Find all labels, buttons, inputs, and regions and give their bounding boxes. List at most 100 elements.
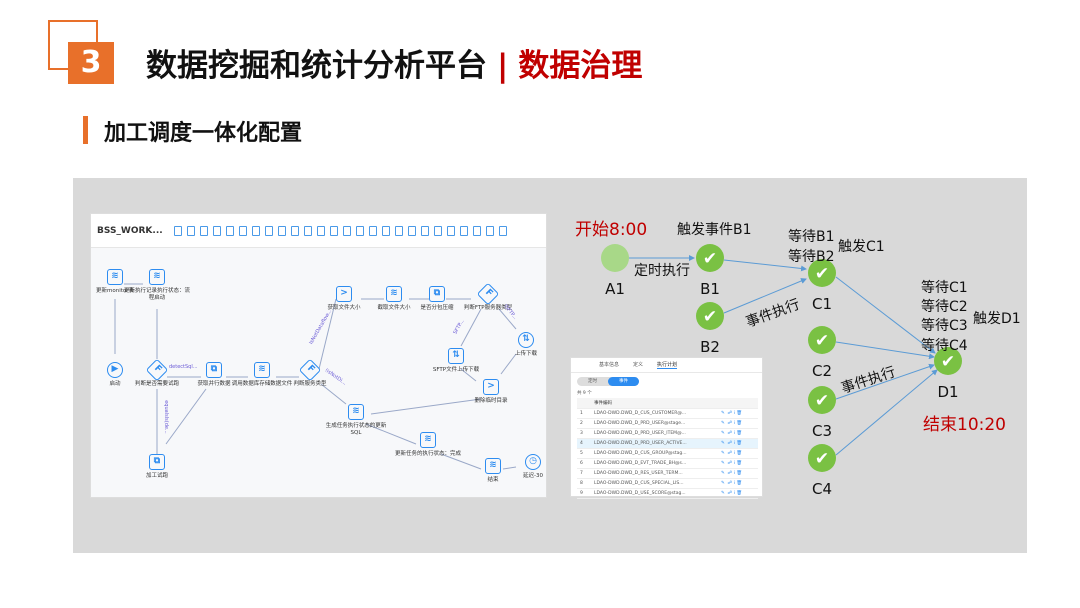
- tab-basic-info[interactable]: 基本信息: [599, 362, 620, 368]
- edit-icon[interactable]: ✎: [721, 440, 725, 446]
- wait-b1-label: 等待B1: [788, 228, 835, 245]
- toolbar-icon[interactable]: [277, 225, 286, 236]
- info-icon[interactable]: i: [733, 460, 735, 466]
- toolbar-icon[interactable]: [381, 225, 390, 236]
- toolbar-icon[interactable]: [264, 225, 273, 236]
- edit-icon[interactable]: ✎: [721, 460, 725, 466]
- node-generate-sql[interactable]: ≋生成任务执行状态的更新SQL: [325, 404, 387, 436]
- toolbar-icon[interactable]: [225, 225, 234, 236]
- edit-icon[interactable]: ✎: [721, 410, 725, 416]
- node-cut-file-size[interactable]: ≋截取文件大小: [377, 286, 411, 311]
- node-update-status-start[interactable]: ≋更新执行记录执行状态：流程启动: [123, 269, 190, 301]
- node-trial-run[interactable]: ⧉加工试跑: [145, 454, 168, 479]
- flow-node-a1: A1: [601, 244, 629, 298]
- node-end[interactable]: ≋结束: [458, 458, 528, 484]
- toolbar-icon[interactable]: [303, 225, 312, 236]
- edit-icon[interactable]: ✎: [721, 470, 725, 476]
- toolbar-icon[interactable]: [199, 225, 208, 236]
- toolbar-icon[interactable]: [485, 225, 494, 236]
- info-icon[interactable]: i: [733, 490, 735, 496]
- node-delete-temp-dir[interactable]: >删除临时目录: [474, 379, 508, 404]
- toggle-event[interactable]: 事件: [608, 377, 639, 386]
- delete-icon[interactable]: 🗑: [736, 490, 743, 496]
- info-icon[interactable]: i: [733, 450, 735, 456]
- tab-definition[interactable]: 定义: [633, 362, 644, 368]
- delete-icon[interactable]: 🗑: [736, 410, 743, 416]
- toolbar-icon[interactable]: [368, 225, 377, 236]
- node-update-status-done[interactable]: ≋更新任务的执行状态：完成: [394, 432, 461, 457]
- node-label: C2: [812, 362, 832, 380]
- toolbar-icon[interactable]: [329, 225, 338, 236]
- toolbar-icon[interactable]: [342, 225, 351, 236]
- link-icon[interactable]: ☍: [727, 480, 733, 486]
- node-upload-download[interactable]: ⇅上传下载: [514, 332, 537, 357]
- toolbar-icon[interactable]: [459, 225, 468, 236]
- edit-icon[interactable]: ✎: [721, 430, 725, 436]
- node-compress[interactable]: ⧉是否分包压缩: [420, 286, 454, 311]
- link-icon[interactable]: ☍: [727, 420, 733, 426]
- delete-icon[interactable]: 🗑: [736, 430, 743, 436]
- info-icon[interactable]: i: [733, 420, 735, 426]
- link-icon[interactable]: ☍: [727, 490, 733, 496]
- info-icon[interactable]: i: [733, 480, 735, 486]
- toolbar-icon[interactable]: [251, 225, 260, 236]
- link-icon[interactable]: ☍: [727, 410, 733, 416]
- toolbar-icon[interactable]: [394, 225, 403, 236]
- node-call-db[interactable]: ≋调用数据库存储数据文件: [231, 362, 293, 387]
- toolbar-icon[interactable]: [173, 225, 182, 236]
- toggle-timed[interactable]: 定时: [588, 379, 597, 384]
- link-icon[interactable]: ☍: [727, 430, 733, 436]
- tab-execution-plan[interactable]: 执行计划: [657, 362, 678, 369]
- toolbar-icon[interactable]: [186, 225, 195, 236]
- info-icon[interactable]: i: [733, 440, 735, 446]
- toolbar-icon[interactable]: [407, 225, 416, 236]
- edit-icon[interactable]: ✎: [721, 450, 725, 456]
- link-icon[interactable]: ☍: [727, 460, 733, 466]
- delete-icon[interactable]: 🗑: [736, 460, 743, 466]
- link-icon[interactable]: ☍: [727, 470, 733, 476]
- toolbar-icon[interactable]: [238, 225, 247, 236]
- toolbar-icon[interactable]: [498, 225, 507, 236]
- node-circle: [808, 326, 836, 354]
- delete-icon[interactable]: 🗑: [736, 450, 743, 456]
- toolbar-icon[interactable]: [316, 225, 325, 236]
- toolbar-icon[interactable]: [212, 225, 221, 236]
- delete-icon[interactable]: 🗑: [736, 420, 743, 426]
- toolbar-icon[interactable]: [446, 225, 455, 236]
- node-start[interactable]: ▶启动: [80, 362, 150, 388]
- info-icon[interactable]: i: [733, 410, 735, 416]
- toolbar-icon[interactable]: [433, 225, 442, 236]
- node-delay[interactable]: ◷延迟-30: [523, 454, 543, 479]
- info-icon[interactable]: i: [733, 470, 735, 476]
- toolbar-icon[interactable]: [420, 225, 429, 236]
- info-icon[interactable]: i: [733, 430, 735, 436]
- toolbar-icon[interactable]: [290, 225, 299, 236]
- delete-icon[interactable]: 🗑: [736, 470, 743, 476]
- node-sftp-transfer[interactable]: ⇅SFTP文件上传下载: [432, 348, 480, 373]
- link-icon[interactable]: ☍: [727, 450, 733, 456]
- node-get-file-size[interactable]: >获取文件大小: [327, 286, 361, 311]
- edit-icon[interactable]: ✎: [721, 420, 725, 426]
- edit-icon[interactable]: ✎: [721, 490, 725, 496]
- node-update-monitor[interactable]: ≋更新monitor表: [95, 269, 135, 294]
- workflow-name[interactable]: BSS_WORK...: [97, 225, 163, 236]
- delete-icon[interactable]: 🗑: [736, 480, 743, 486]
- node-get-parallel-data[interactable]: ⧉获取并行数据: [197, 362, 231, 387]
- delete-icon[interactable]: 🗑: [736, 440, 743, 446]
- edit-icon[interactable]: ✎: [721, 480, 725, 486]
- toolbar-icon[interactable]: [472, 225, 481, 236]
- link-icon[interactable]: ☍: [727, 440, 733, 446]
- toolbar-icon[interactable]: [355, 225, 364, 236]
